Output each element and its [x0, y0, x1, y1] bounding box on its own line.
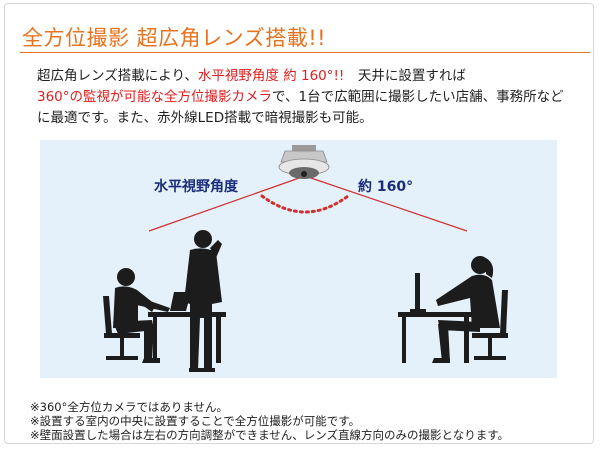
- office-scene-svg: [103, 145, 508, 372]
- note-item: ※壁面設置した場合は左右の方向調整ができません、レンズ直線方向のみの撮影となりま…: [30, 428, 510, 442]
- notes-list: ※360°全方位カメラではありません。 ※設置する室内の中央に設置することで全方…: [30, 400, 509, 442]
- intro-line-1-prefix: 超広角レンズ搭載により、: [37, 68, 198, 84]
- fov-line-right: [307, 176, 468, 232]
- intro-line-1: 超広角レンズ搭載により、水平視野角度 約 160°!! 天井に設置すれば: [37, 66, 587, 87]
- intro-text: 超広角レンズ搭載により、水平視野角度 約 160°!! 天井に設置すれば 360…: [37, 66, 587, 129]
- dome-camera-icon: [278, 145, 330, 179]
- intro-line-2-suffix: で、1台で広範囲に撮影したい店舗、事務所など: [272, 89, 564, 105]
- office-illustration: 水平視野角度 約 160°: [40, 140, 557, 378]
- viewing-angle-highlight: 水平視野角度 約 160°!!: [197, 68, 345, 84]
- title-underline: [20, 52, 590, 53]
- fov-label-right: 約 160°: [358, 179, 414, 195]
- intro-line-2: 360°の監視が可能な全方位撮影カメラで、1台で広範囲に撮影したい店舗、事務所な…: [37, 87, 587, 108]
- fov-label-left: 水平視野角度: [154, 179, 238, 195]
- omnidirectional-highlight: 360°の監視が可能な全方位撮影カメラ: [37, 89, 273, 105]
- note-item: ※設置する室内の中央に設置することで全方位撮影が可能です。: [30, 414, 361, 428]
- note-item: ※360°全方位カメラではありません。: [30, 400, 228, 414]
- fov-arc: [260, 194, 350, 214]
- fov-line-left: [148, 176, 303, 232]
- intro-line-3: に最適です。また、赤外線LED搭載で暗視撮影も可能。: [37, 110, 373, 126]
- person-on-phone-icon: [184, 230, 222, 372]
- intro-line-1-suffix: 天井に設置すれば: [344, 68, 466, 84]
- page-title: 全方位撮影 超広角レンズ搭載!!: [22, 26, 327, 50]
- woman-at-desk-icon: [398, 256, 508, 363]
